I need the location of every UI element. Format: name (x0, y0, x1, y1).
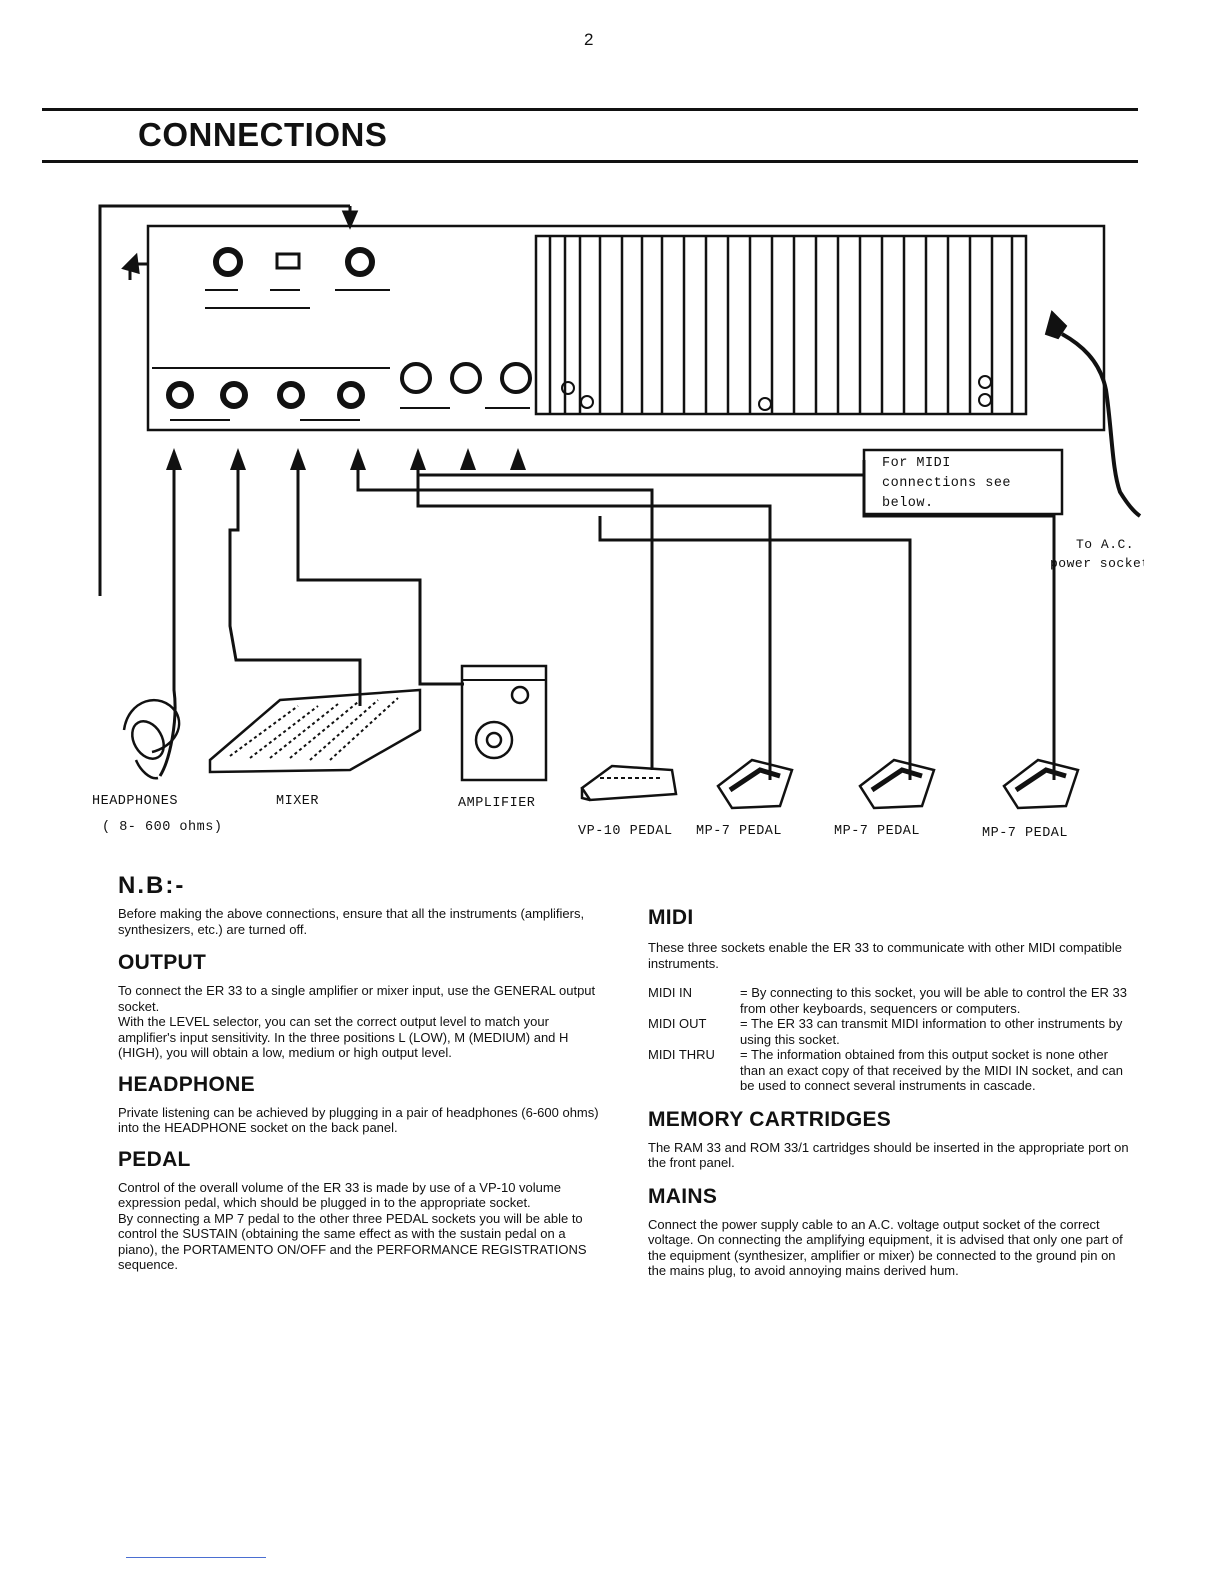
midi-thru-row: MIDI THRU = The information obtained fro… (648, 1047, 1134, 1094)
rear-panel (146, 224, 1106, 432)
memory-cartridges-heading: MEMORY CARTRIDGES (648, 1107, 892, 1131)
top-rule (42, 108, 1138, 111)
left-column: Before making the above connections, ens… (118, 906, 608, 1273)
output-paragraph-2: With the LEVEL selector, you can set the… (118, 1014, 569, 1060)
right-column: MIDI These three sockets enable the ER 3… (648, 906, 1134, 1279)
headphones-icon (122, 698, 181, 780)
mp7-pedal-icon-1 (716, 758, 794, 810)
midi-heading: MIDI (648, 906, 694, 929)
mp7-pedal-icon-3 (1002, 758, 1080, 810)
midi-socket-list: MIDI IN = By connecting to this socket, … (648, 985, 1134, 1094)
footer-rule (126, 1557, 266, 1558)
nb-text: Before making the above connections, ens… (118, 906, 585, 937)
midi-note-line: connections see (882, 476, 1012, 491)
power-plug-icon (1044, 310, 1142, 518)
output-heading: OUTPUT (118, 951, 207, 974)
midi-thru-description: = The information obtained from this out… (740, 1047, 1123, 1093)
title-underline-rule (42, 160, 1138, 163)
midi-note-line: For MIDI (882, 456, 951, 471)
midi-note-line: below. (882, 496, 934, 511)
midi-sockets (400, 362, 532, 409)
midi-note-text: For MIDI connections see below. (882, 454, 1011, 514)
general-output-jack (213, 247, 243, 277)
midi-in-row: MIDI IN = By connecting to this socket, … (648, 985, 1134, 1016)
connection-diagram (98, 204, 1142, 810)
vp10-pedal-icon (580, 764, 678, 802)
cables (158, 460, 1056, 780)
midi-in-description: = By connecting to this socket, you will… (740, 985, 1127, 1016)
pedal-paragraph-1: Control of the overall volume of the ER … (118, 1179, 561, 1211)
nb-title: N.B:- (118, 872, 186, 899)
headphone-jack (345, 247, 375, 277)
midi-out-term: MIDI OUT (648, 1016, 707, 1031)
mp7-pedal-label-1: MP-7 PEDAL (696, 824, 783, 839)
midi-intro: These three sockets enable the ER 33 to … (648, 940, 1123, 971)
headphone-paragraph: Private listening can be achieved by plu… (118, 1104, 599, 1136)
midi-note-box (862, 448, 1064, 516)
headphones-label: HEADPHONES (92, 794, 179, 809)
connection-arrows (166, 448, 526, 470)
mp7-pedal-icon-2 (858, 758, 936, 810)
power-socket-label-2: power socket (1050, 556, 1144, 571)
midi-out-row: MIDI OUT = The ER 33 can transmit MIDI i… (648, 1016, 1134, 1047)
pedal-heading: PEDAL (118, 1147, 191, 1171)
mp7-pedal-label-2: MP-7 PEDAL (834, 824, 921, 839)
midi-out-description: = The ER 33 can transmit MIDI informatio… (740, 1016, 1123, 1047)
mains-heading: MAINS (648, 1184, 718, 1208)
amplifier-label: AMPLIFIER (458, 796, 536, 811)
mains-paragraph: Connect the power supply cable to an A.C… (648, 1216, 1123, 1279)
pedal-jacks (152, 367, 390, 421)
midi-in-term: MIDI IN (648, 985, 693, 1000)
output-paragraph-1: To connect the ER 33 to a single amplifi… (118, 983, 596, 1014)
level-selector-switch (275, 252, 301, 270)
page-title: CONNECTIONS (138, 116, 388, 153)
mp7-pedal-label-3: MP-7 PEDAL (982, 826, 1069, 841)
memory-cartridges-paragraph: The RAM 33 and ROM 33/1 cartridges shoul… (648, 1139, 1129, 1171)
rear-panel-vent-grille (534, 234, 1028, 416)
page-number: 2 (584, 30, 594, 49)
headphones-impedance-label: ( 8- 600 ohms) (102, 820, 223, 835)
mixer-icon (208, 688, 422, 774)
power-socket-label: To A.C. (1076, 534, 1134, 556)
mixer-label: MIXER (276, 794, 320, 809)
vp10-pedal-label: VP-10 PEDAL (578, 824, 673, 839)
amplifier-icon (460, 664, 548, 782)
pedal-paragraph-2: By connecting a MP 7 pedal to the other … (118, 1210, 587, 1273)
headphone-heading: HEADPHONE (118, 1072, 255, 1096)
midi-thru-term: MIDI THRU (648, 1047, 715, 1062)
power-label-line: To A.C. (1076, 537, 1135, 552)
